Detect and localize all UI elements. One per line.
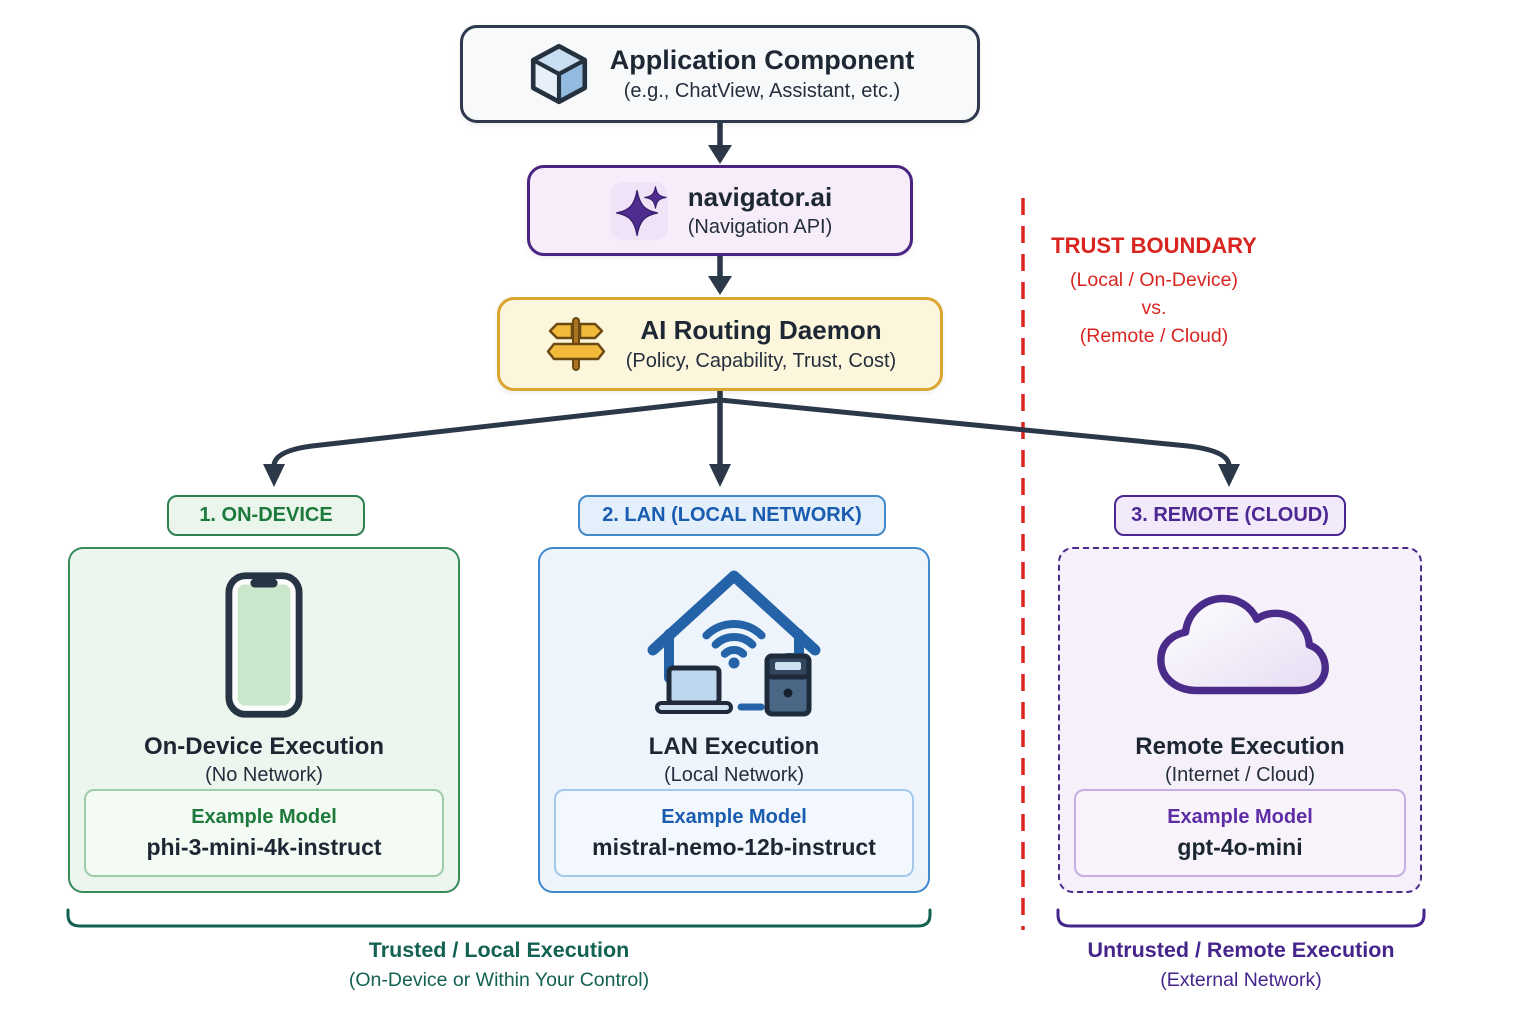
- routing-daemon-node: AI Routing Daemon (Policy, Capability, T…: [497, 297, 943, 391]
- on-device-model-name: phi-3-mini-4k-instruct: [146, 833, 382, 860]
- remote-icon-area: [1146, 561, 1334, 729]
- cloud-icon: [1157, 594, 1329, 695]
- trusted-footer-subtitle: (On-Device or Within Your Control): [348, 969, 650, 992]
- routing-daemon-subtitle: (Policy, Capability, Trust, Cost): [625, 349, 897, 372]
- application-component-subtitle: (e.g., ChatView, Assistant, etc.): [623, 80, 901, 103]
- chip-on-device: 1. ON-DEVICE: [167, 495, 365, 536]
- house-roof: [647, 570, 821, 656]
- house-wifi-icon: [647, 570, 821, 717]
- cube-icon: [530, 43, 587, 105]
- lan-title: LAN Execution: [648, 733, 820, 760]
- wifi-icon: [702, 619, 766, 669]
- trusted-footer-title: Trusted / Local Execution: [368, 938, 630, 962]
- untrusted-footer-title: Untrusted / Remote Execution: [1087, 938, 1395, 962]
- remote-subtitle: (Internet / Cloud): [1164, 764, 1316, 786]
- navigator-title: navigator.ai: [687, 181, 833, 212]
- arrow-daemon-to-lan: [709, 391, 731, 487]
- arrow-navigator-to-daemon: [708, 256, 732, 295]
- arrow-daemon-to-on-device: [263, 388, 723, 487]
- lan-subtitle: (Local Network): [663, 764, 805, 786]
- routing-daemon-title: AI Routing Daemon: [640, 315, 882, 346]
- remote-box: Remote Execution (Internet / Cloud) Exam…: [1058, 547, 1422, 893]
- trust-boundary-note: TRUST BOUNDARY (Local / On-Device) vs. (…: [1036, 230, 1272, 350]
- on-device-box: On-Device Execution (No Network) Example…: [68, 547, 460, 893]
- lan-model-name: mistral-nemo-12b-instruct: [592, 833, 876, 860]
- on-device-icon-area: [224, 561, 304, 729]
- untrusted-bracket: [1056, 908, 1426, 928]
- chip-remote: 3. REMOTE (CLOUD): [1114, 495, 1346, 536]
- arrow-app-to-navigator: [708, 123, 732, 164]
- remote-example-label: Example Model: [1167, 805, 1313, 828]
- untrusted-footer: Untrusted / Remote Execution (External N…: [1041, 936, 1441, 993]
- trusted-footer: Trusted / Local Execution (On-Device or …: [199, 936, 799, 993]
- lan-icon-area: [628, 561, 840, 729]
- application-component-node: Application Component (e.g., ChatView, A…: [460, 25, 980, 123]
- trust-boundary-title: TRUST BOUNDARY: [1051, 233, 1257, 258]
- chip-lan: 2. LAN (LOCAL NETWORK): [578, 495, 886, 536]
- remote-model-name: gpt-4o-mini: [1177, 833, 1303, 860]
- application-component-title: Application Component: [609, 44, 915, 75]
- arrow-daemon-to-remote: [717, 388, 1240, 487]
- lan-example-label: Example Model: [661, 805, 807, 828]
- trusted-bracket: [66, 908, 932, 928]
- sparkles-icon: [609, 181, 668, 240]
- on-device-example-box: Example Model phi-3-mini-4k-instruct: [84, 789, 444, 877]
- trust-boundary-line2: vs.: [1141, 296, 1167, 319]
- signpost-icon: [546, 317, 606, 371]
- on-device-example-label: Example Model: [191, 805, 337, 828]
- lan-box: LAN Execution (Local Network) Example Mo…: [538, 547, 930, 893]
- smartphone-icon: [225, 572, 303, 718]
- trust-boundary-line3: (Remote / Cloud): [1079, 324, 1229, 347]
- navigator-subtitle: (Navigation API): [687, 216, 833, 239]
- navigator-node: navigator.ai (Navigation API): [527, 165, 913, 256]
- lan-example-box: Example Model mistral-nemo-12b-instruct: [554, 789, 914, 877]
- on-device-subtitle: (No Network): [205, 764, 323, 786]
- remote-title: Remote Execution: [1135, 733, 1345, 760]
- on-device-title: On-Device Execution: [143, 733, 385, 760]
- trust-boundary-line1: (Local / On-Device): [1070, 269, 1238, 292]
- untrusted-footer-subtitle: (External Network): [1160, 969, 1322, 992]
- remote-example-box: Example Model gpt-4o-mini: [1074, 789, 1406, 877]
- server-icon: [764, 653, 812, 717]
- laptop-icon: [655, 665, 733, 714]
